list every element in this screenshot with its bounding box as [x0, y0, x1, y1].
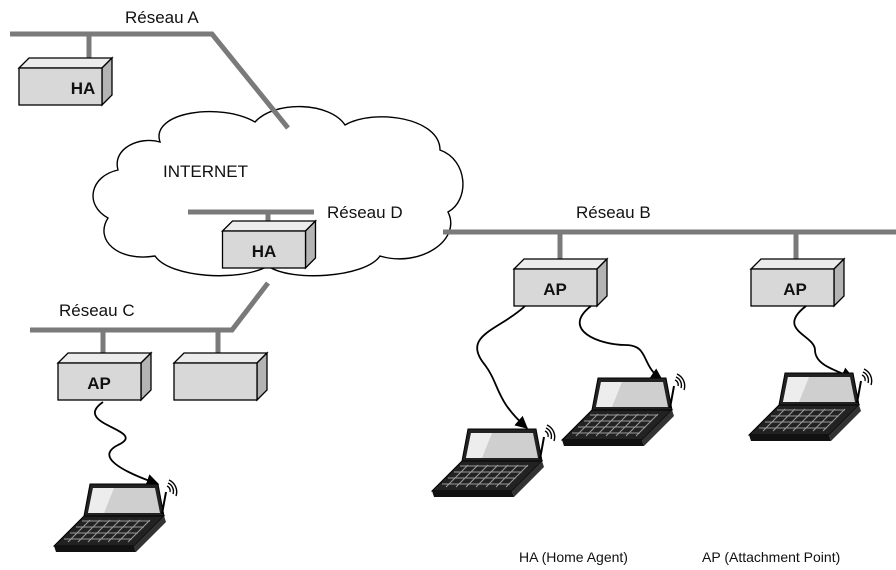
blank-device-c — [173, 352, 268, 401]
network-c-line — [30, 281, 270, 333]
internet-cloud — [92, 105, 464, 277]
wireless-link-b1-left — [476, 305, 528, 429]
home-agent-d: HA — [221, 220, 317, 269]
attachment-point-c: AP — [57, 352, 152, 401]
internet-label: INTERNET — [163, 162, 248, 181]
attachment-point-b2: AP — [750, 258, 845, 307]
legend-attachment-point: AP (Attachment Point) — [702, 549, 840, 565]
legend-home-agent: HA (Home Agent) — [519, 549, 628, 565]
network-a-line — [10, 31, 290, 130]
home-agent-a: HA — [18, 57, 113, 106]
wireless-link-b2 — [793, 305, 855, 380]
network-c-label: Réseau C — [59, 301, 135, 320]
home-agent-a-label: HA — [71, 79, 96, 98]
laptop-b2 — [748, 368, 873, 442]
wireless-link-c — [94, 401, 160, 487]
network-a-label: Réseau A — [125, 8, 199, 27]
attachment-point-c-label: AP — [87, 374, 111, 393]
network-d-label: Réseau D — [327, 203, 403, 222]
home-agent-d-label: HA — [252, 242, 277, 261]
attachment-point-b1: AP — [513, 258, 608, 307]
wireless-link-b1-right — [578, 305, 664, 381]
attachment-point-b1-label: AP — [543, 280, 567, 299]
laptop-b1-left — [431, 424, 556, 498]
laptop-c — [53, 479, 178, 553]
attachment-point-b2-label: AP — [783, 280, 807, 299]
laptop-b1-right — [561, 373, 686, 447]
network-b-label: Réseau B — [576, 203, 651, 222]
